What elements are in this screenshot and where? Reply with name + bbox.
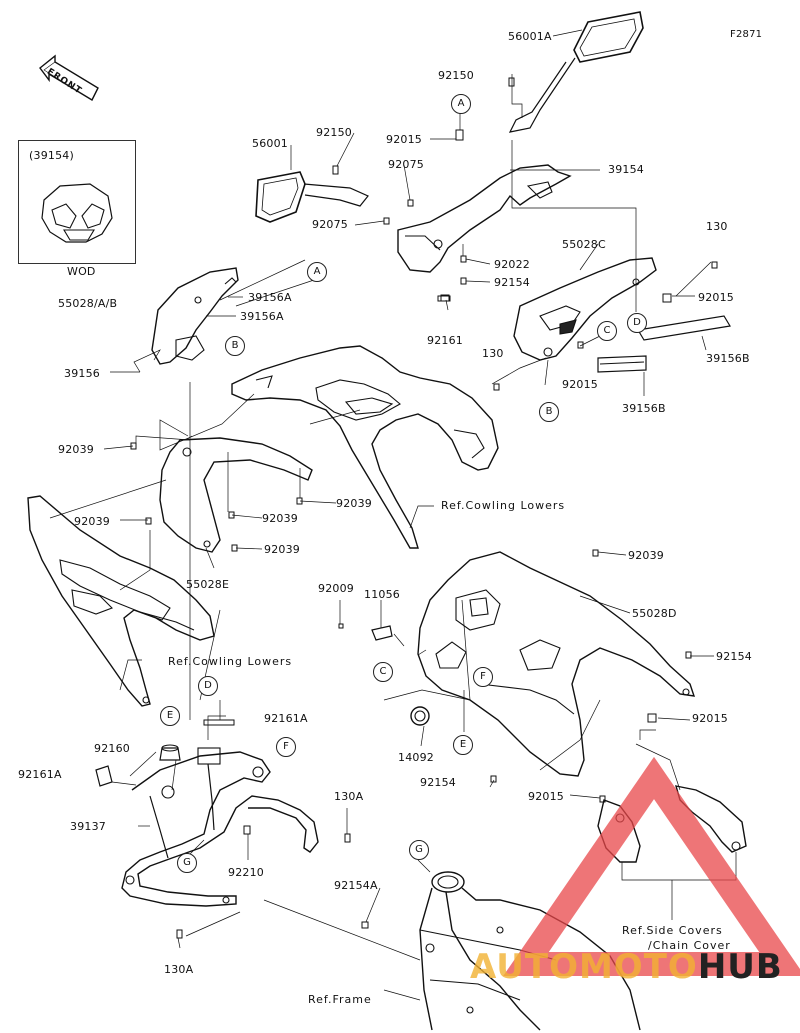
watermark-part2: HUB <box>697 947 783 987</box>
part-label: 92039 <box>264 543 300 556</box>
inset-title: (39154) <box>29 149 74 162</box>
callout-b: B <box>225 336 245 356</box>
callout-c: C <box>373 662 393 682</box>
panel-55028e <box>159 437 313 553</box>
part-label: 39137 <box>70 820 106 833</box>
callout-d: D <box>627 313 647 333</box>
inset-caption: WOD <box>67 265 96 278</box>
part-label: 92154 <box>494 276 530 289</box>
callout-e: E <box>160 706 180 726</box>
ref-cowling-lowers: Ref.Cowling Lowers <box>441 499 566 512</box>
washer-14092 <box>410 706 430 726</box>
callout-a: A <box>451 94 471 114</box>
watermark-part1: AUTOMOTO <box>470 947 698 987</box>
part-label: 92150 <box>316 126 352 139</box>
panel-55028c <box>513 257 657 361</box>
part-label: 92154A <box>334 879 378 892</box>
part-label: 55028C <box>562 238 606 251</box>
part-label: 130 <box>706 220 728 233</box>
part-label: 92015 <box>528 790 564 803</box>
cowl-center <box>231 345 499 549</box>
part-label: 92150 <box>438 69 474 82</box>
part-label: 55028D <box>632 607 677 620</box>
part-label: 39156B <box>706 352 750 365</box>
part-label: 56001 <box>252 137 288 150</box>
part-label: 14092 <box>398 751 434 764</box>
ref-frame: Ref.Frame <box>308 993 372 1006</box>
part-label: 92039 <box>58 443 94 456</box>
part-label: 92039 <box>262 512 298 525</box>
callout-f: F <box>473 667 493 687</box>
part-label: 130 <box>482 347 504 360</box>
part-label: 39156A <box>240 310 284 323</box>
panel-55028-a-b <box>151 267 239 365</box>
grommet-92160 <box>159 744 181 761</box>
strip-39156b <box>597 315 731 373</box>
part-label: 92160 <box>94 742 130 755</box>
front-arrow-icon <box>39 54 99 101</box>
part-label: 92009 <box>318 582 354 595</box>
part-label: 92161 <box>427 334 463 347</box>
callout-e: E <box>453 735 473 755</box>
ref-side-covers: Ref.Side Covers <box>622 924 723 937</box>
watermark: AUTOMOTOHUB <box>470 947 783 987</box>
part-label: 92015 <box>698 291 734 304</box>
part-label: 92039 <box>74 515 110 528</box>
part-label: 56001A <box>508 30 552 43</box>
part-label: 55028E <box>186 578 230 591</box>
diagram-id: F2871 <box>730 29 763 40</box>
mirror-right <box>508 11 644 133</box>
part-label: 130A <box>164 963 194 976</box>
part-label: 92039 <box>628 549 664 562</box>
part-label: 39156 <box>64 367 100 380</box>
leader-lines <box>49 29 737 1001</box>
part-label: 92015 <box>692 712 728 725</box>
part-label: 92039 <box>336 497 372 510</box>
sleeve-92161a <box>95 765 113 787</box>
part-label: 92015 <box>562 378 598 391</box>
part-label: 39156B <box>622 402 666 415</box>
cowl-lower-right <box>417 551 696 777</box>
inset-box: (39154) WOD <box>18 140 136 278</box>
part-label: 130A <box>334 790 364 803</box>
part-label: 92075 <box>388 158 424 171</box>
part-label: 55028/A/B <box>58 297 118 310</box>
inset-headlight <box>41 183 113 243</box>
part-label: 92161A <box>18 768 62 781</box>
callout-b: B <box>539 402 559 422</box>
callout-g: G <box>177 853 197 873</box>
part-label: 39156A <box>248 291 292 304</box>
bracket-39137 <box>121 747 319 907</box>
part-label: 39154 <box>608 163 644 176</box>
part-label: 92154 <box>420 776 456 789</box>
part-label: 92210 <box>228 866 264 879</box>
callout-g: G <box>409 840 429 860</box>
callout-c: C <box>597 321 617 341</box>
cowl-lower-left <box>27 495 215 707</box>
watermark-logo-icon <box>503 756 800 976</box>
ref-chain-cover: /Chain Cover <box>648 939 731 952</box>
ref-cowling-lowers: Ref.Cowling Lowers <box>168 655 293 668</box>
part-label: 92022 <box>494 258 530 271</box>
mirror-left <box>255 171 369 223</box>
part-label: 92075 <box>312 218 348 231</box>
part-label: 92154 <box>716 650 752 663</box>
callout-a: A <box>307 262 327 282</box>
part-label: 11056 <box>364 588 400 601</box>
callout-f: F <box>276 737 296 757</box>
part-label: 92015 <box>386 133 422 146</box>
part-label: 92161A <box>264 712 308 725</box>
callout-d: D <box>198 676 218 696</box>
clip-11056 <box>371 625 393 641</box>
upper-bracket-39154 <box>397 164 572 273</box>
frame-lower <box>419 871 641 1031</box>
